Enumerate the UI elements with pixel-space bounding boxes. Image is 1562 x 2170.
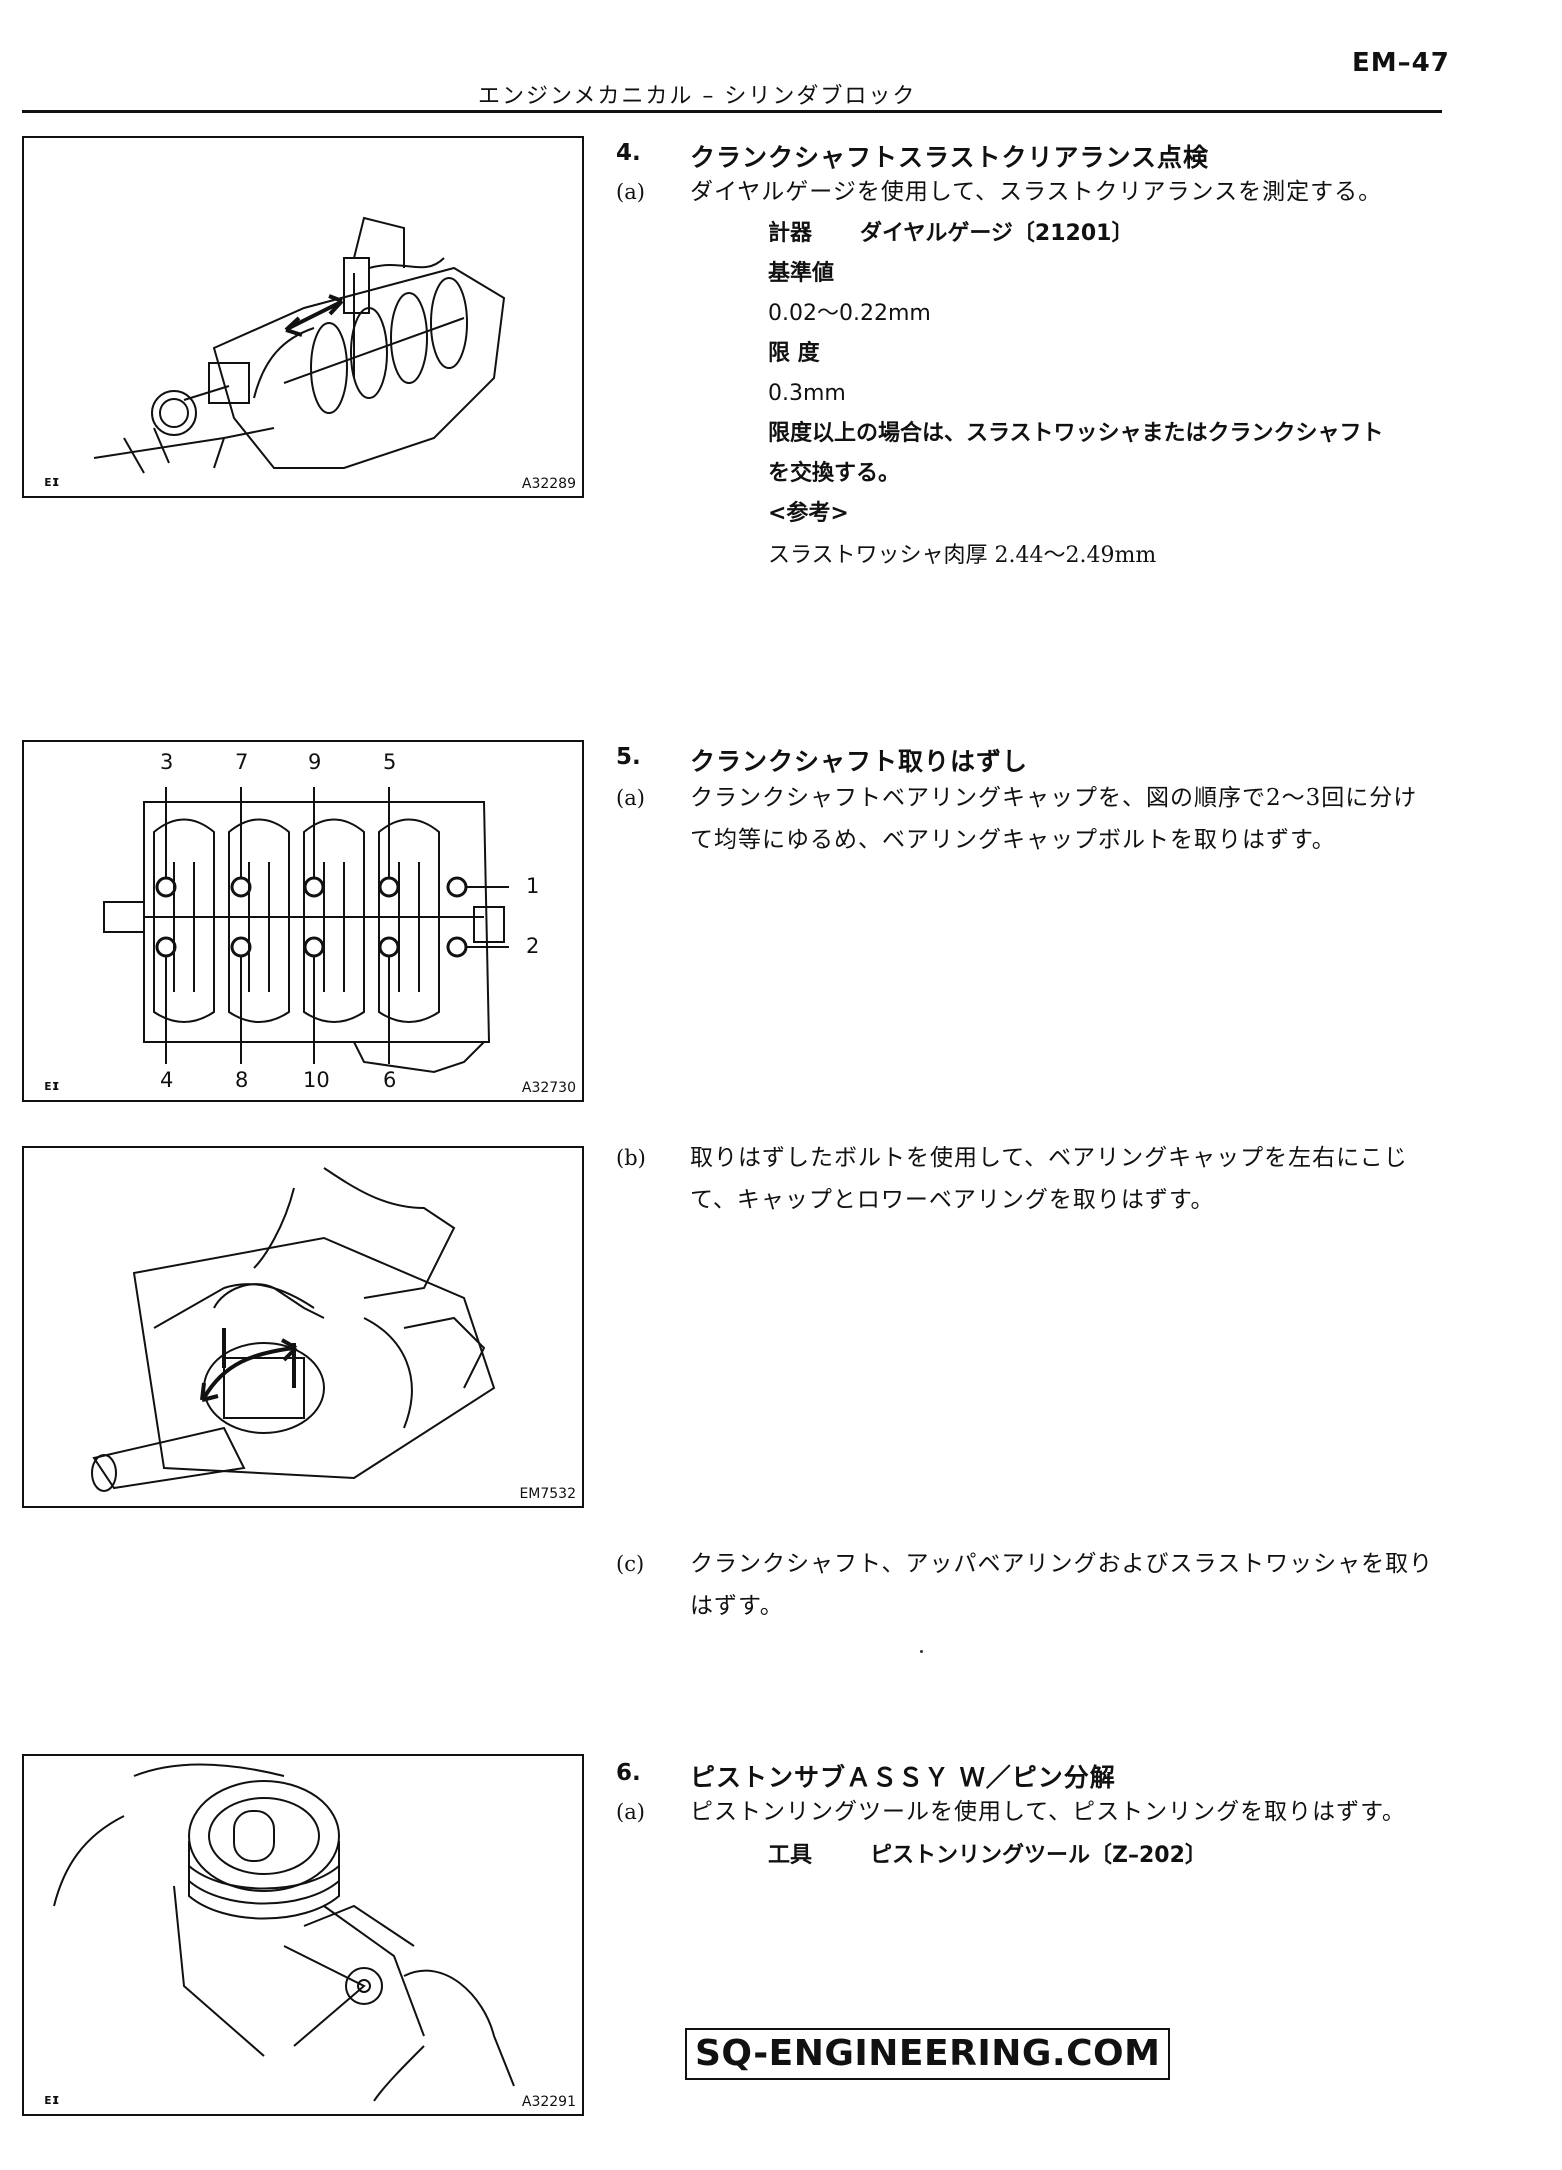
step-5b-line-1: 取りはずしたボルトを使用して、ベアリングキャップを左右にこじ: [690, 1145, 1408, 1171]
prying-cap-illustration: [91, 1167, 496, 1492]
limit-label: 限 度: [768, 341, 820, 366]
order-label-9: 9: [308, 750, 322, 774]
section-title: エンジンメカニカル – シリンダブロック: [478, 84, 917, 109]
scan-speck: [920, 1650, 923, 1653]
order-label-6: 6: [383, 1068, 397, 1092]
step-5a-label: (a): [616, 786, 645, 810]
step-5b-line-2: て、キャップとロワーベアリングを取りはずす。: [690, 1187, 1215, 1213]
step-4-number: 4.: [616, 140, 641, 166]
reference-label: <参考>: [768, 501, 849, 526]
figure-logo: ᴇɪ: [44, 1078, 60, 1094]
bearing-cap-order-diagram: [103, 787, 509, 1074]
dial-gauge-illustration: [93, 216, 506, 474]
limit-note-line-1: 限度以上の場合は、スラストワッシャまたはクランクシャフト: [768, 421, 1384, 446]
order-label-2: 2: [526, 934, 540, 958]
step-6a-label: (a): [616, 1800, 645, 1824]
order-label-1: 1: [526, 874, 540, 898]
step-5c-line-2: はずす。: [690, 1593, 784, 1619]
order-label-5: 5: [383, 750, 397, 774]
step-5b-label: (b): [616, 1146, 646, 1170]
step-5c-label: (c): [616, 1552, 645, 1576]
step-4a-label: (a): [616, 180, 645, 204]
figure-logo: ᴇɪ: [44, 474, 60, 490]
order-label-7: 7: [235, 750, 249, 774]
limit-value: 0.3mm: [768, 381, 846, 406]
step-5a-line-2: て均等にゆるめ、ベアリングキャップボルトを取りはずす。: [690, 827, 1336, 853]
tool-label: 計器: [768, 221, 813, 246]
step-6a-text: ピストンリングツールを使用して、ピストンリングを取りはずす。: [690, 1799, 1406, 1825]
figure-piston-ring-tool: ᴇɪ A32291: [22, 1754, 584, 2116]
order-label-4: 4: [160, 1068, 174, 1092]
figure-logo: ᴇɪ: [44, 2092, 60, 2108]
piston-ring-tool-illustration: [53, 1763, 515, 2102]
site-watermark: SQ-ENGINEERING.COM: [685, 2028, 1171, 2080]
figure-dial-gauge: ᴇɪ A32289: [22, 136, 584, 498]
figure-code: A32289: [521, 476, 576, 492]
step-5-number: 5.: [616, 744, 641, 770]
step-6-number: 6.: [616, 1760, 641, 1786]
step-5-title: クランクシャフト取りはずし: [690, 747, 1029, 776]
step-4a-text: ダイヤルゲージを使用して、スラストクリアランスを測定する。: [690, 179, 1383, 205]
figure-code: EM7532: [519, 1486, 576, 1502]
order-label-3: 3: [160, 750, 174, 774]
figure-code: A32291: [521, 2094, 576, 2110]
step-5c-line-1: クランクシャフト、アッパベアリングおよびスラストワッシャを取り: [690, 1551, 1434, 1577]
tool-value: ダイヤルゲージ〔21201〕: [860, 221, 1134, 246]
standard-label: 基準値: [768, 261, 835, 286]
header-divider: [22, 110, 1442, 113]
reference-text: スラストワッシャ肉厚 2.44～2.49mm: [768, 543, 1157, 568]
step-4-title: クランクシャフトスラストクリアランス点検: [690, 143, 1210, 172]
step-5a-line-1: クランクシャフトベアリングキャップを、図の順序で2～3回に分け: [690, 785, 1418, 811]
step-6-tool-value: ピストンリングツール〔Z–202〕: [870, 1843, 1207, 1868]
step-6-title: ピストンサブＡＳＳＹ Ｗ／ピン分解: [690, 1763, 1116, 1792]
figure-bearing-cap-order: 3 7 9 5 4 8 10 6 1 2 ᴇɪ A32730: [22, 740, 584, 1102]
order-label-10: 10: [303, 1068, 330, 1092]
step-6-tool-label: 工具: [768, 1843, 813, 1868]
limit-note-line-2: を交換する。: [768, 461, 901, 486]
page-code: EM–47: [1352, 48, 1450, 78]
order-label-8: 8: [235, 1068, 249, 1092]
figure-prying-bearing-cap: EM7532: [22, 1146, 584, 1508]
figure-code: A32730: [521, 1080, 576, 1096]
standard-value: 0.02～0.22mm: [768, 301, 931, 326]
